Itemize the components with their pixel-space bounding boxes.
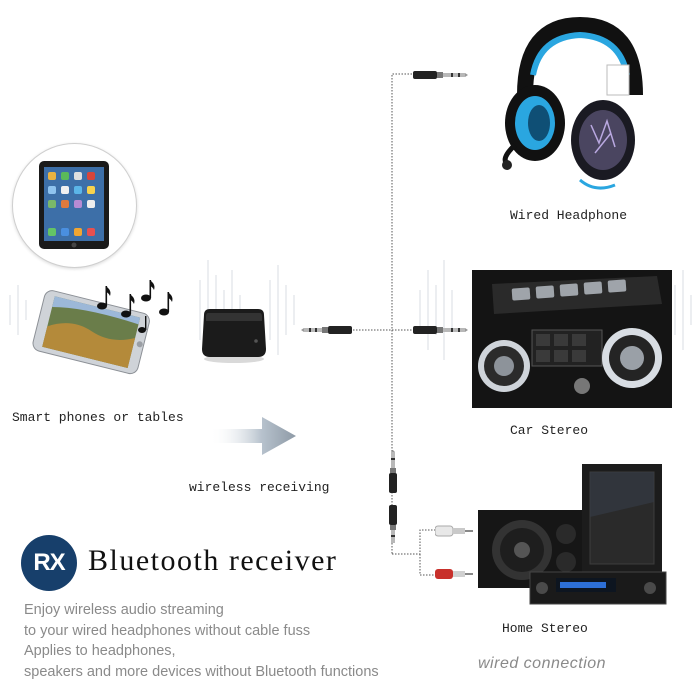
- label-home-stereo: Home Stereo: [502, 621, 588, 636]
- rca-plug-icon: [435, 525, 473, 579]
- audio-jack-icon: [389, 450, 397, 543]
- audio-jack-icon: [301, 326, 352, 334]
- audio-jack-icon: [413, 326, 468, 334]
- home-stereo-icon: [478, 464, 667, 605]
- description-line: Enjoy wireless audio streaming: [24, 602, 224, 618]
- description-line: to your wired headphones without cable f…: [24, 622, 311, 639]
- audio-jack-icon: [413, 71, 468, 79]
- bluetooth-receiver-icon: [202, 309, 266, 363]
- label-smart-phones: Smart phones or tables: [12, 410, 184, 425]
- cable-to-home-stereo: [392, 529, 440, 555]
- label-wired-connection: wired connection: [478, 655, 607, 672]
- page-title: Bluetooth receiver: [88, 544, 338, 577]
- description-line: speakers and more devices without Blueto…: [24, 663, 379, 680]
- label-wireless-receiving: wireless receiving: [189, 480, 330, 495]
- car-stereo-icon: [472, 270, 672, 408]
- label-car-stereo: Car Stereo: [510, 423, 589, 438]
- cable-to-home-stereo-red: [419, 554, 440, 576]
- rx-badge: RX: [21, 535, 77, 591]
- music-notes-icon: [97, 280, 173, 333]
- label-wired-headphone: Wired Headphone: [510, 208, 628, 223]
- cable-to-headphone: [391, 73, 415, 554]
- description: Enjoy wireless audio streaming to your w…: [24, 600, 379, 682]
- tablet-icon: [39, 161, 109, 249]
- arrow-right-icon: [210, 417, 296, 455]
- smartphone-icon: [32, 290, 150, 375]
- headphone-icon: [502, 16, 643, 190]
- description-line: Applies to headphones,: [24, 643, 176, 659]
